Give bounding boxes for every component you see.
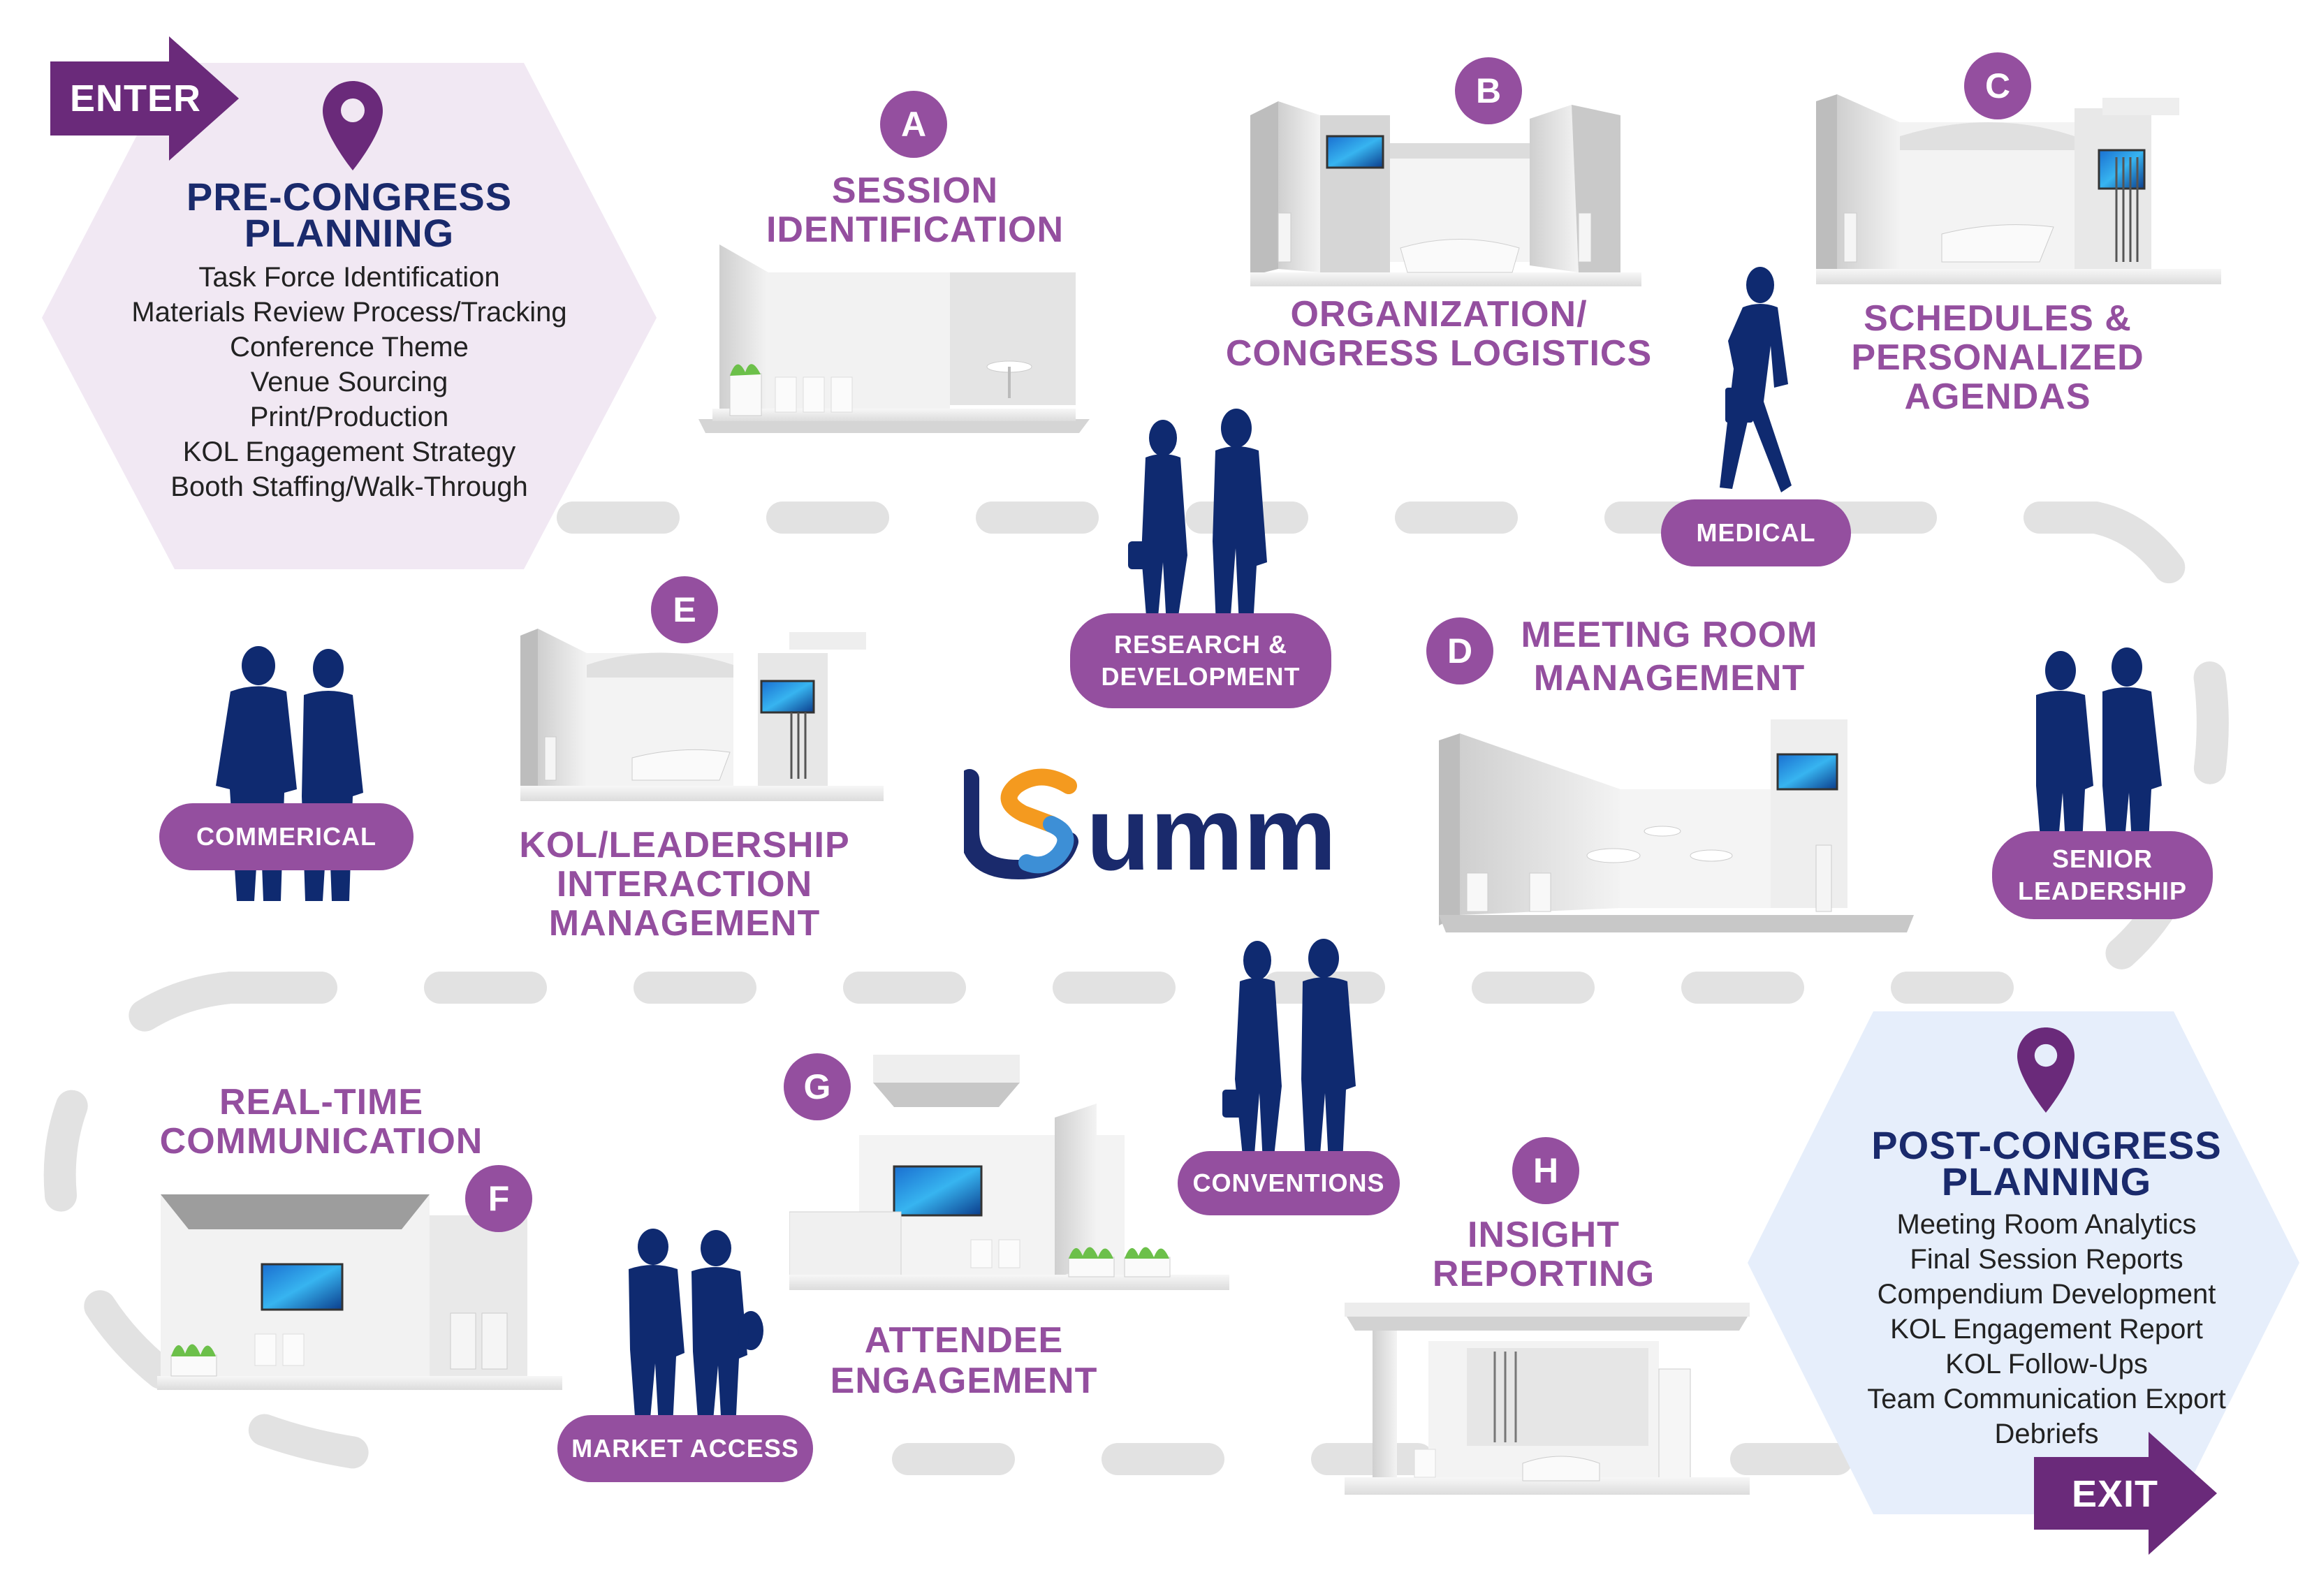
logo-s-blue bbox=[1018, 816, 1074, 874]
senior-leadership-pill[interactable]: SENIOR LEADERSHIP bbox=[1992, 831, 2213, 919]
research-development-pill[interactable]: RESEARCH & DEVELOPMENT bbox=[1070, 613, 1331, 708]
station-h-title-line1: INSIGHT bbox=[1468, 1215, 1620, 1255]
post-congress-item: Final Session Reports bbox=[1910, 1244, 2183, 1275]
pre-congress-item: Conference Theme bbox=[230, 332, 469, 363]
station-d-badge[interactable]: D bbox=[1426, 617, 1493, 684]
research-pill-line2: DEVELOPMENT bbox=[1101, 662, 1301, 691]
pre-congress-item: Task Force Identification bbox=[198, 262, 500, 293]
station-g-badge[interactable]: G bbox=[784, 1053, 851, 1120]
station-a-title: SESSION IDENTIFICATION bbox=[740, 171, 1090, 249]
location-pin-icon bbox=[323, 81, 383, 170]
booth-e-illustration bbox=[520, 629, 884, 801]
station-d-title-line2: MANAGEMENT bbox=[1533, 658, 1806, 698]
station-d-title-line1: MEETING ROOM bbox=[1521, 615, 1818, 655]
enter-arrow bbox=[50, 36, 239, 161]
station-b-title: ORGANIZATION/ CONGRESS LOGISTICS bbox=[1215, 295, 1662, 373]
booth-h-illustration bbox=[1345, 1303, 1750, 1495]
post-congress-item: Debriefs bbox=[1994, 1419, 2099, 1449]
booth-a-illustration bbox=[698, 244, 1090, 433]
road-left-curve bbox=[43, 972, 435, 1475]
station-g-title-line1: ATTENDEE bbox=[864, 1320, 1064, 1361]
station-d-title: MEETING ROOM MANAGEMENT bbox=[1495, 613, 1844, 700]
market-access-pill[interactable]: MARKET ACCESS bbox=[557, 1415, 813, 1482]
research-pill-line1: RESEARCH & bbox=[1113, 630, 1288, 659]
post-congress-hexagon bbox=[1748, 1011, 2299, 1514]
station-c-title-line3: AGENDAS bbox=[1904, 376, 2091, 417]
station-h-title: INSIGHT REPORTING bbox=[1390, 1215, 1697, 1294]
booth-g-illustration bbox=[789, 1055, 1229, 1290]
booth-f-illustration bbox=[157, 1194, 562, 1390]
road-right-curve bbox=[2051, 502, 2229, 1004]
medical-pill[interactable]: MEDICAL bbox=[1661, 499, 1851, 566]
exit-label[interactable]: EXIT bbox=[2072, 1473, 2159, 1515]
station-a-title-line1: SESSION bbox=[831, 170, 999, 211]
senior-leadership-silhouette bbox=[2036, 647, 2162, 856]
station-b-title-line2: CONGRESS LOGISTICS bbox=[1225, 333, 1653, 374]
post-congress-title-line2: PLANNING bbox=[1941, 1159, 2152, 1203]
logo-s-orange bbox=[1000, 768, 1077, 833]
station-f-title-line2: COMMUNICATION bbox=[159, 1121, 483, 1162]
post-congress-item: Team Communication Export bbox=[1867, 1384, 2226, 1414]
pre-congress-item: Booth Staffing/Walk-Through bbox=[170, 471, 528, 502]
station-a-title-line2: IDENTIFICATION bbox=[766, 210, 1064, 250]
pre-congress-item: Print/Production bbox=[249, 402, 449, 432]
pre-congress-title-line2: PLANNING bbox=[244, 211, 455, 255]
research-development-silhouette bbox=[1128, 409, 1267, 625]
senior-pill-line1: SENIOR bbox=[2051, 844, 2153, 873]
station-a-badge[interactable]: A bbox=[880, 91, 947, 158]
station-g-title-line2: ENGAGEMENT bbox=[830, 1361, 1098, 1401]
station-c-badge[interactable]: C bbox=[1964, 52, 2031, 119]
booth-c-illustration bbox=[1816, 94, 2221, 284]
station-e-title-line2: INTERACTION bbox=[556, 864, 813, 905]
post-congress-item: Meeting Room Analytics bbox=[1896, 1209, 2197, 1240]
exit-arrow bbox=[2034, 1432, 2217, 1555]
conventions-silhouette bbox=[1222, 939, 1356, 1163]
station-b-badge[interactable]: B bbox=[1455, 57, 1522, 124]
station-h-badge[interactable]: H bbox=[1512, 1137, 1579, 1204]
station-g-title: ATTENDEE ENGAGEMENT bbox=[796, 1320, 1132, 1401]
post-congress-item: KOL Engagement Report bbox=[1890, 1314, 2203, 1345]
senior-pill-line2: LEADERSHIP bbox=[2017, 877, 2188, 905]
market-access-silhouette bbox=[629, 1229, 763, 1428]
post-congress-item: KOL Follow-Ups bbox=[1945, 1349, 2148, 1379]
station-c-title: SCHEDULES & PERSONALIZED AGENDAS bbox=[1795, 299, 2200, 416]
pre-congress-block: PRE-CONGRESS PLANNING Task Force Identif… bbox=[70, 175, 629, 504]
post-congress-item: Compendium Development bbox=[1877, 1279, 2216, 1310]
station-b-title-line1: ORGANIZATION/ bbox=[1290, 294, 1588, 335]
station-e-title-line1: KOL/LEADERSHIP bbox=[519, 825, 850, 865]
location-pin-icon bbox=[2017, 1027, 2074, 1113]
post-congress-block: POST-CONGRESS PLANNING Meeting Room Anal… bbox=[1767, 1123, 2305, 1451]
commerical-pill[interactable]: COMMERICAL bbox=[159, 803, 414, 870]
station-c-title-line2: PERSONALIZED bbox=[1851, 337, 2144, 378]
usummit-logo: ummit bbox=[964, 768, 1334, 884]
logo-wordmark: ummit bbox=[1086, 775, 1334, 884]
pre-congress-title-line1: PRE-CONGRESS bbox=[186, 175, 513, 219]
pre-congress-item: Venue Sourcing bbox=[250, 367, 448, 397]
station-h-title-line2: REPORTING bbox=[1432, 1254, 1655, 1294]
booth-d-illustration bbox=[1439, 719, 1914, 932]
station-c-title-line1: SCHEDULES & bbox=[1864, 298, 2132, 339]
enter-label[interactable]: ENTER bbox=[70, 78, 202, 119]
conventions-pill[interactable]: CONVENTIONS bbox=[1178, 1151, 1400, 1215]
post-congress-title-line1: POST-CONGRESS bbox=[1871, 1123, 2222, 1167]
station-e-badge[interactable]: E bbox=[651, 576, 718, 643]
pre-congress-item: Materials Review Process/Tracking bbox=[131, 297, 567, 328]
station-e-title: KOL/LEADERSHIP INTERACTION MANAGEMENT bbox=[489, 826, 880, 943]
booth-b-illustration bbox=[1250, 101, 1641, 286]
station-f-title: REAL-TIME COMMUNICATION bbox=[133, 1083, 510, 1161]
pre-congress-item: KOL Engagement Strategy bbox=[182, 437, 516, 467]
station-f-badge[interactable]: F bbox=[465, 1165, 532, 1232]
station-f-title-line1: REAL-TIME bbox=[219, 1082, 424, 1122]
medical-silhouette bbox=[1720, 267, 1792, 492]
pre-congress-hexagon bbox=[42, 63, 657, 569]
station-e-title-line3: MANAGEMENT bbox=[548, 903, 821, 944]
